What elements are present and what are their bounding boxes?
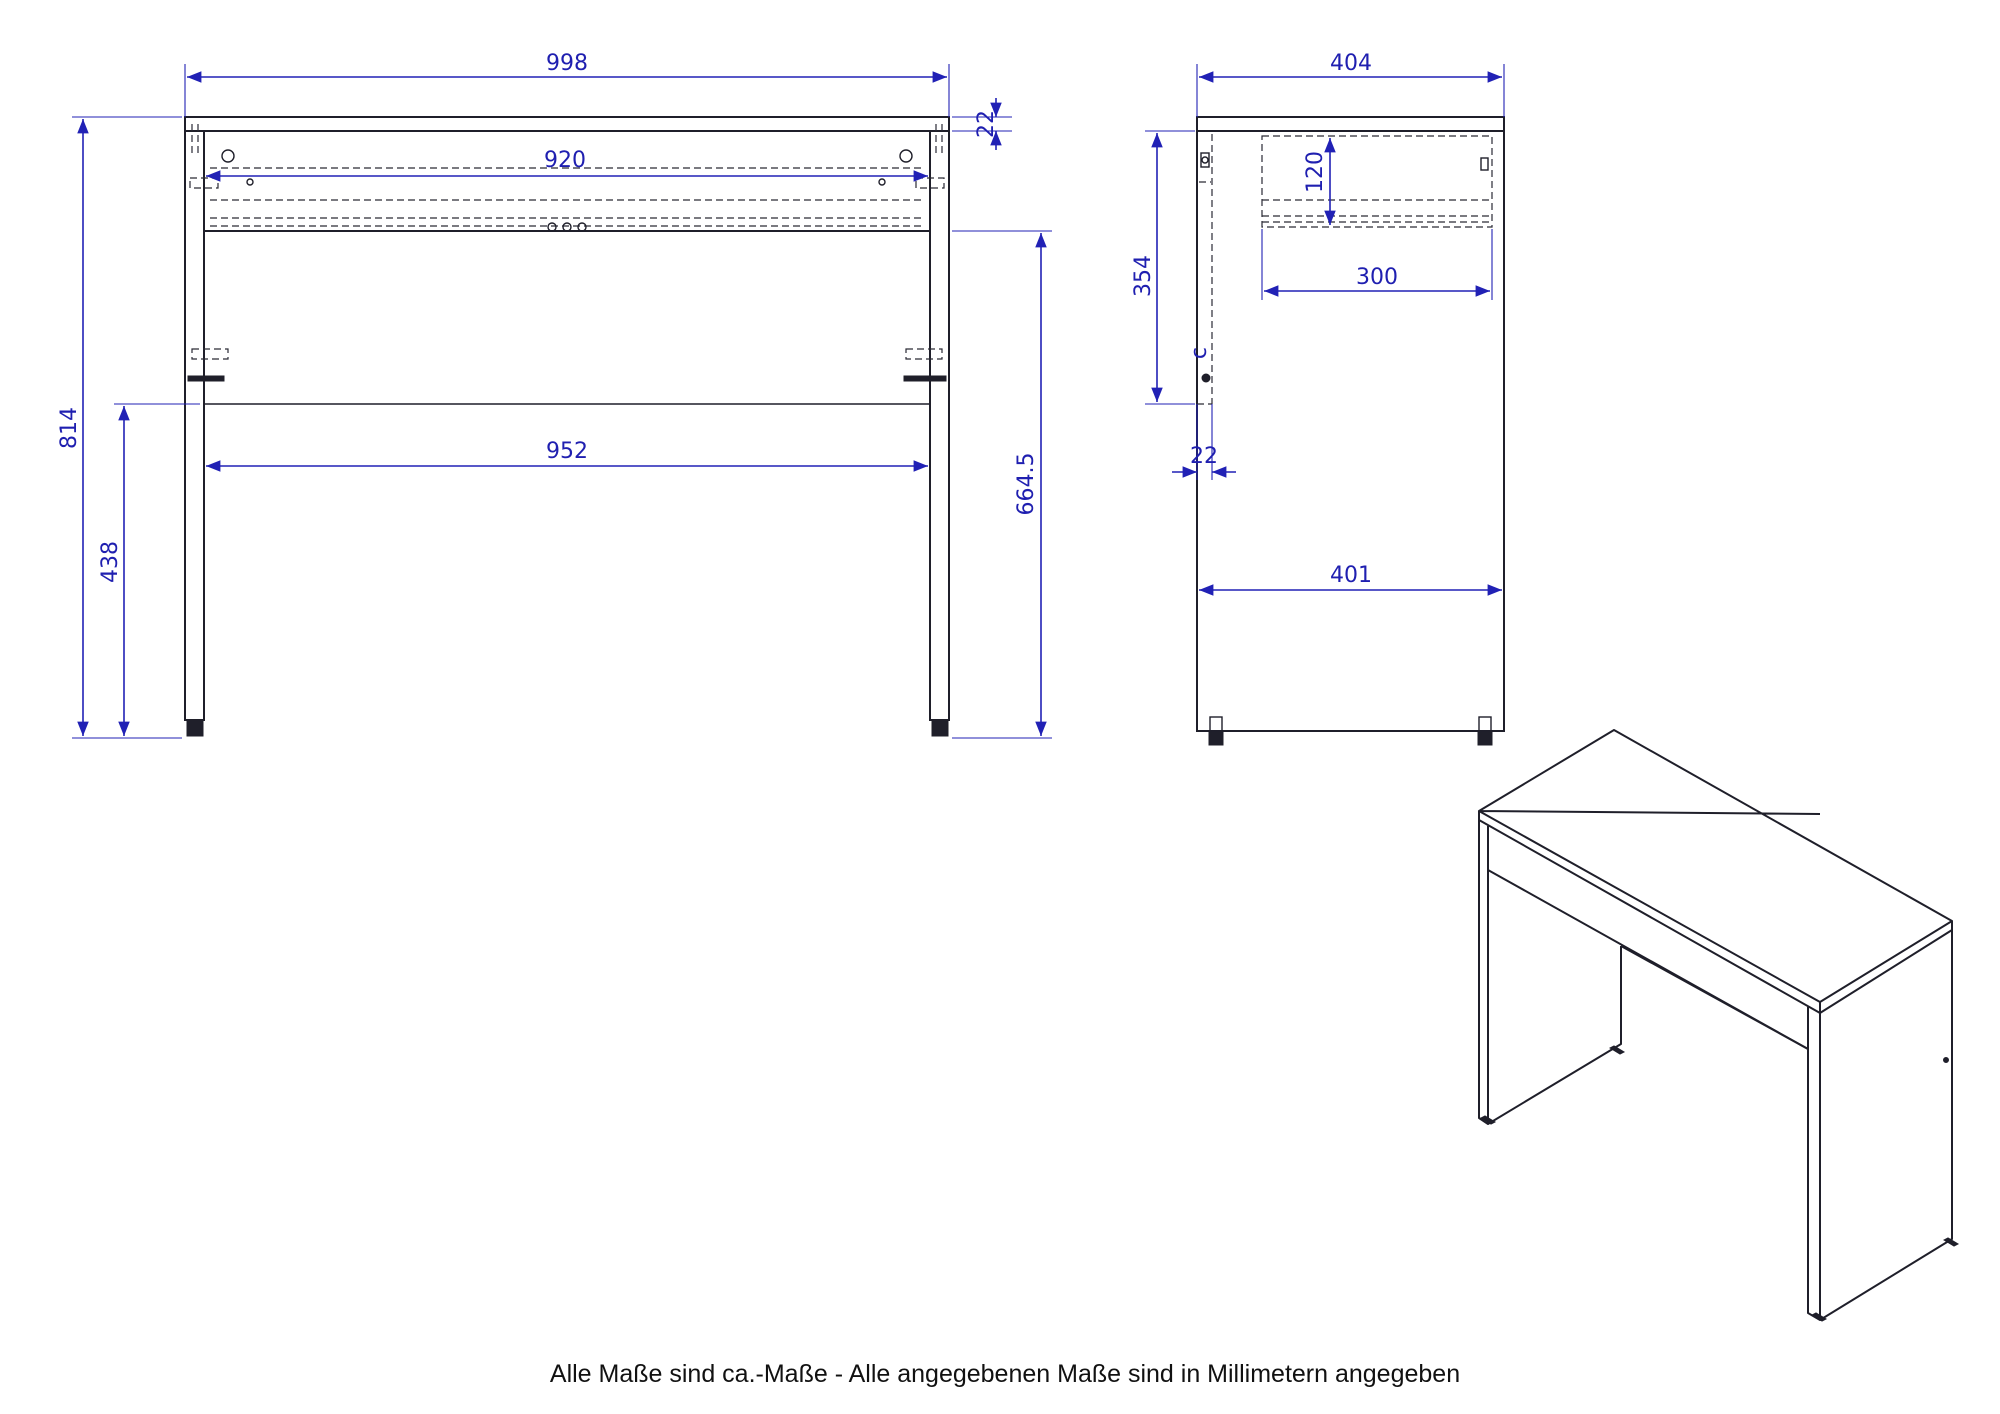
dim-leg-clearance: 664.5: [1014, 453, 1039, 516]
iso-tabletop: [1478, 729, 1953, 1003]
dim-drawer-width: 920: [544, 148, 586, 173]
front-drawer: [203, 130, 931, 232]
front-right-leg: [929, 130, 950, 721]
side-drawer: [1261, 135, 1493, 228]
dim-overall-height: 814: [57, 407, 82, 449]
dim-side-height: 354: [1131, 255, 1156, 297]
side-panel: [1196, 130, 1505, 732]
side-back-foot: [1477, 730, 1493, 746]
side-view: c 404 120 300 354 22: [1131, 51, 1505, 746]
footer-note: Alle Maße sind ca.-Maße - Alle angegeben…: [550, 1360, 1460, 1388]
iso-right-panel: [1807, 1013, 1821, 1321]
dim-overall-depth: 404: [1330, 51, 1372, 76]
dim-panel-thickness: 22: [1190, 444, 1218, 469]
front-view: 998 22 920 814 438 952 664.5: [57, 51, 1052, 739]
dim-crossbar-height: 438: [98, 541, 123, 583]
front-right-fitting: [899, 149, 913, 163]
side-front-foot: [1208, 730, 1224, 746]
isometric-view: [1478, 729, 1960, 1322]
iso-left-panel: [1478, 820, 1489, 1125]
front-right-foot: [931, 719, 949, 737]
dim-inner-width: 952: [546, 439, 588, 464]
front-left-foot: [186, 719, 204, 737]
front-tabletop: [184, 116, 950, 132]
front-left-fitting: [221, 149, 235, 163]
front-left-leg: [184, 130, 205, 721]
dim-drawer-height: 120: [1303, 151, 1328, 193]
dim-overall-width: 998: [546, 51, 588, 76]
side-tabletop: [1196, 116, 1505, 132]
iso-drawer-front: [1487, 826, 1809, 1050]
dim-top-thickness: 22: [974, 110, 999, 138]
dim-drawer-depth: 300: [1356, 265, 1398, 290]
svg-text:c: c: [1187, 347, 1212, 359]
dim-base-depth: 401: [1330, 563, 1372, 588]
